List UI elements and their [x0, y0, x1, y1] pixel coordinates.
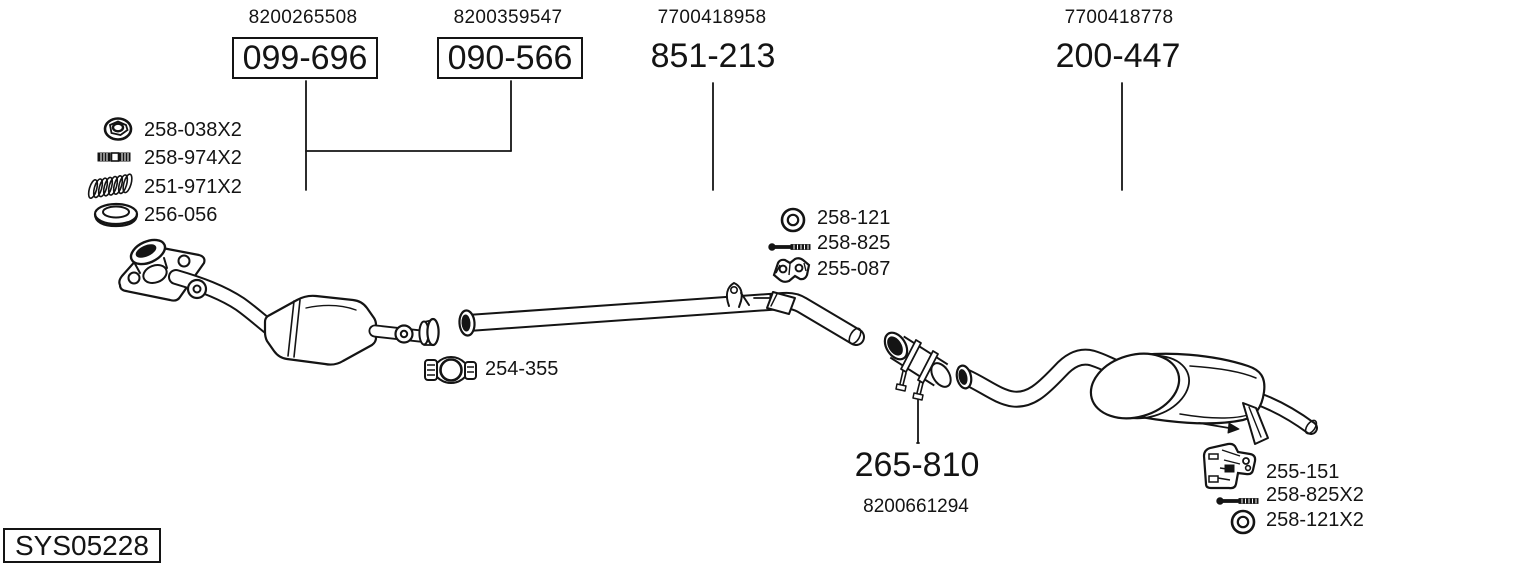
pipe-hanger-hook — [725, 282, 750, 308]
middle-pipe-drawing — [458, 282, 865, 346]
centre-pipe-part-number: 851-213 — [650, 37, 776, 75]
muffler-bracket-strut — [1242, 402, 1269, 445]
part-number-label: 251-971X2 — [144, 176, 242, 198]
strut-arrow — [1198, 422, 1240, 434]
catalytic-converter-drawing — [263, 294, 378, 366]
flange-nut-icon — [102, 116, 134, 142]
bolt-icon — [1216, 495, 1260, 507]
stud-bolt-icon — [97, 150, 131, 164]
rear-muffler-drawing — [955, 348, 1318, 445]
leader-lines — [305, 80, 1123, 444]
part-number-label: 254-355 — [485, 358, 559, 380]
pipe-clamp-icon — [423, 350, 479, 390]
gasket-ring-icon — [92, 201, 140, 231]
front-pipe-drawing — [118, 238, 440, 366]
rear-silencer-oe-number: 7700418778 — [1064, 7, 1174, 28]
part-number-label: 258-038X2 — [144, 119, 242, 141]
front-pipe-b-part-number: 090-566 — [437, 37, 583, 79]
washer-icon — [780, 207, 806, 233]
flat-bracket — [766, 291, 796, 315]
washer-icon — [1230, 509, 1256, 535]
bolt-icon — [768, 241, 812, 253]
system-code-badge: SYS05228 — [3, 528, 161, 563]
front-pipe-b-oe-number: 8200359547 — [453, 7, 563, 28]
part-number-label: 255-087 — [817, 258, 891, 280]
connector-sleeve-drawing — [883, 331, 952, 401]
connector-oe-number: 8200661294 — [863, 496, 969, 517]
part-number-label: 258-825X2 — [1266, 484, 1364, 506]
connector-part-number: 265-810 — [854, 446, 980, 484]
part-number-label: 258-974X2 — [144, 147, 242, 169]
centre-pipe-oe-number: 7700418958 — [657, 7, 767, 28]
rubber-mount-icon — [768, 255, 812, 285]
part-number-label: 258-825 — [817, 232, 891, 254]
rubber-mount-icon — [1198, 440, 1262, 492]
part-number-label: 258-121X2 — [1266, 509, 1364, 531]
part-number-label: 255-151 — [1266, 461, 1340, 483]
part-number-label: 258-121 — [817, 207, 891, 229]
coil-spring-icon — [87, 171, 133, 199]
part-number-label: 256-056 — [144, 204, 218, 226]
front-pipe-a-part-number: 099-696 — [232, 37, 378, 79]
rear-silencer-part-number: 200-447 — [1055, 37, 1181, 75]
front-pipe-a-oe-number: 8200265508 — [248, 7, 358, 28]
